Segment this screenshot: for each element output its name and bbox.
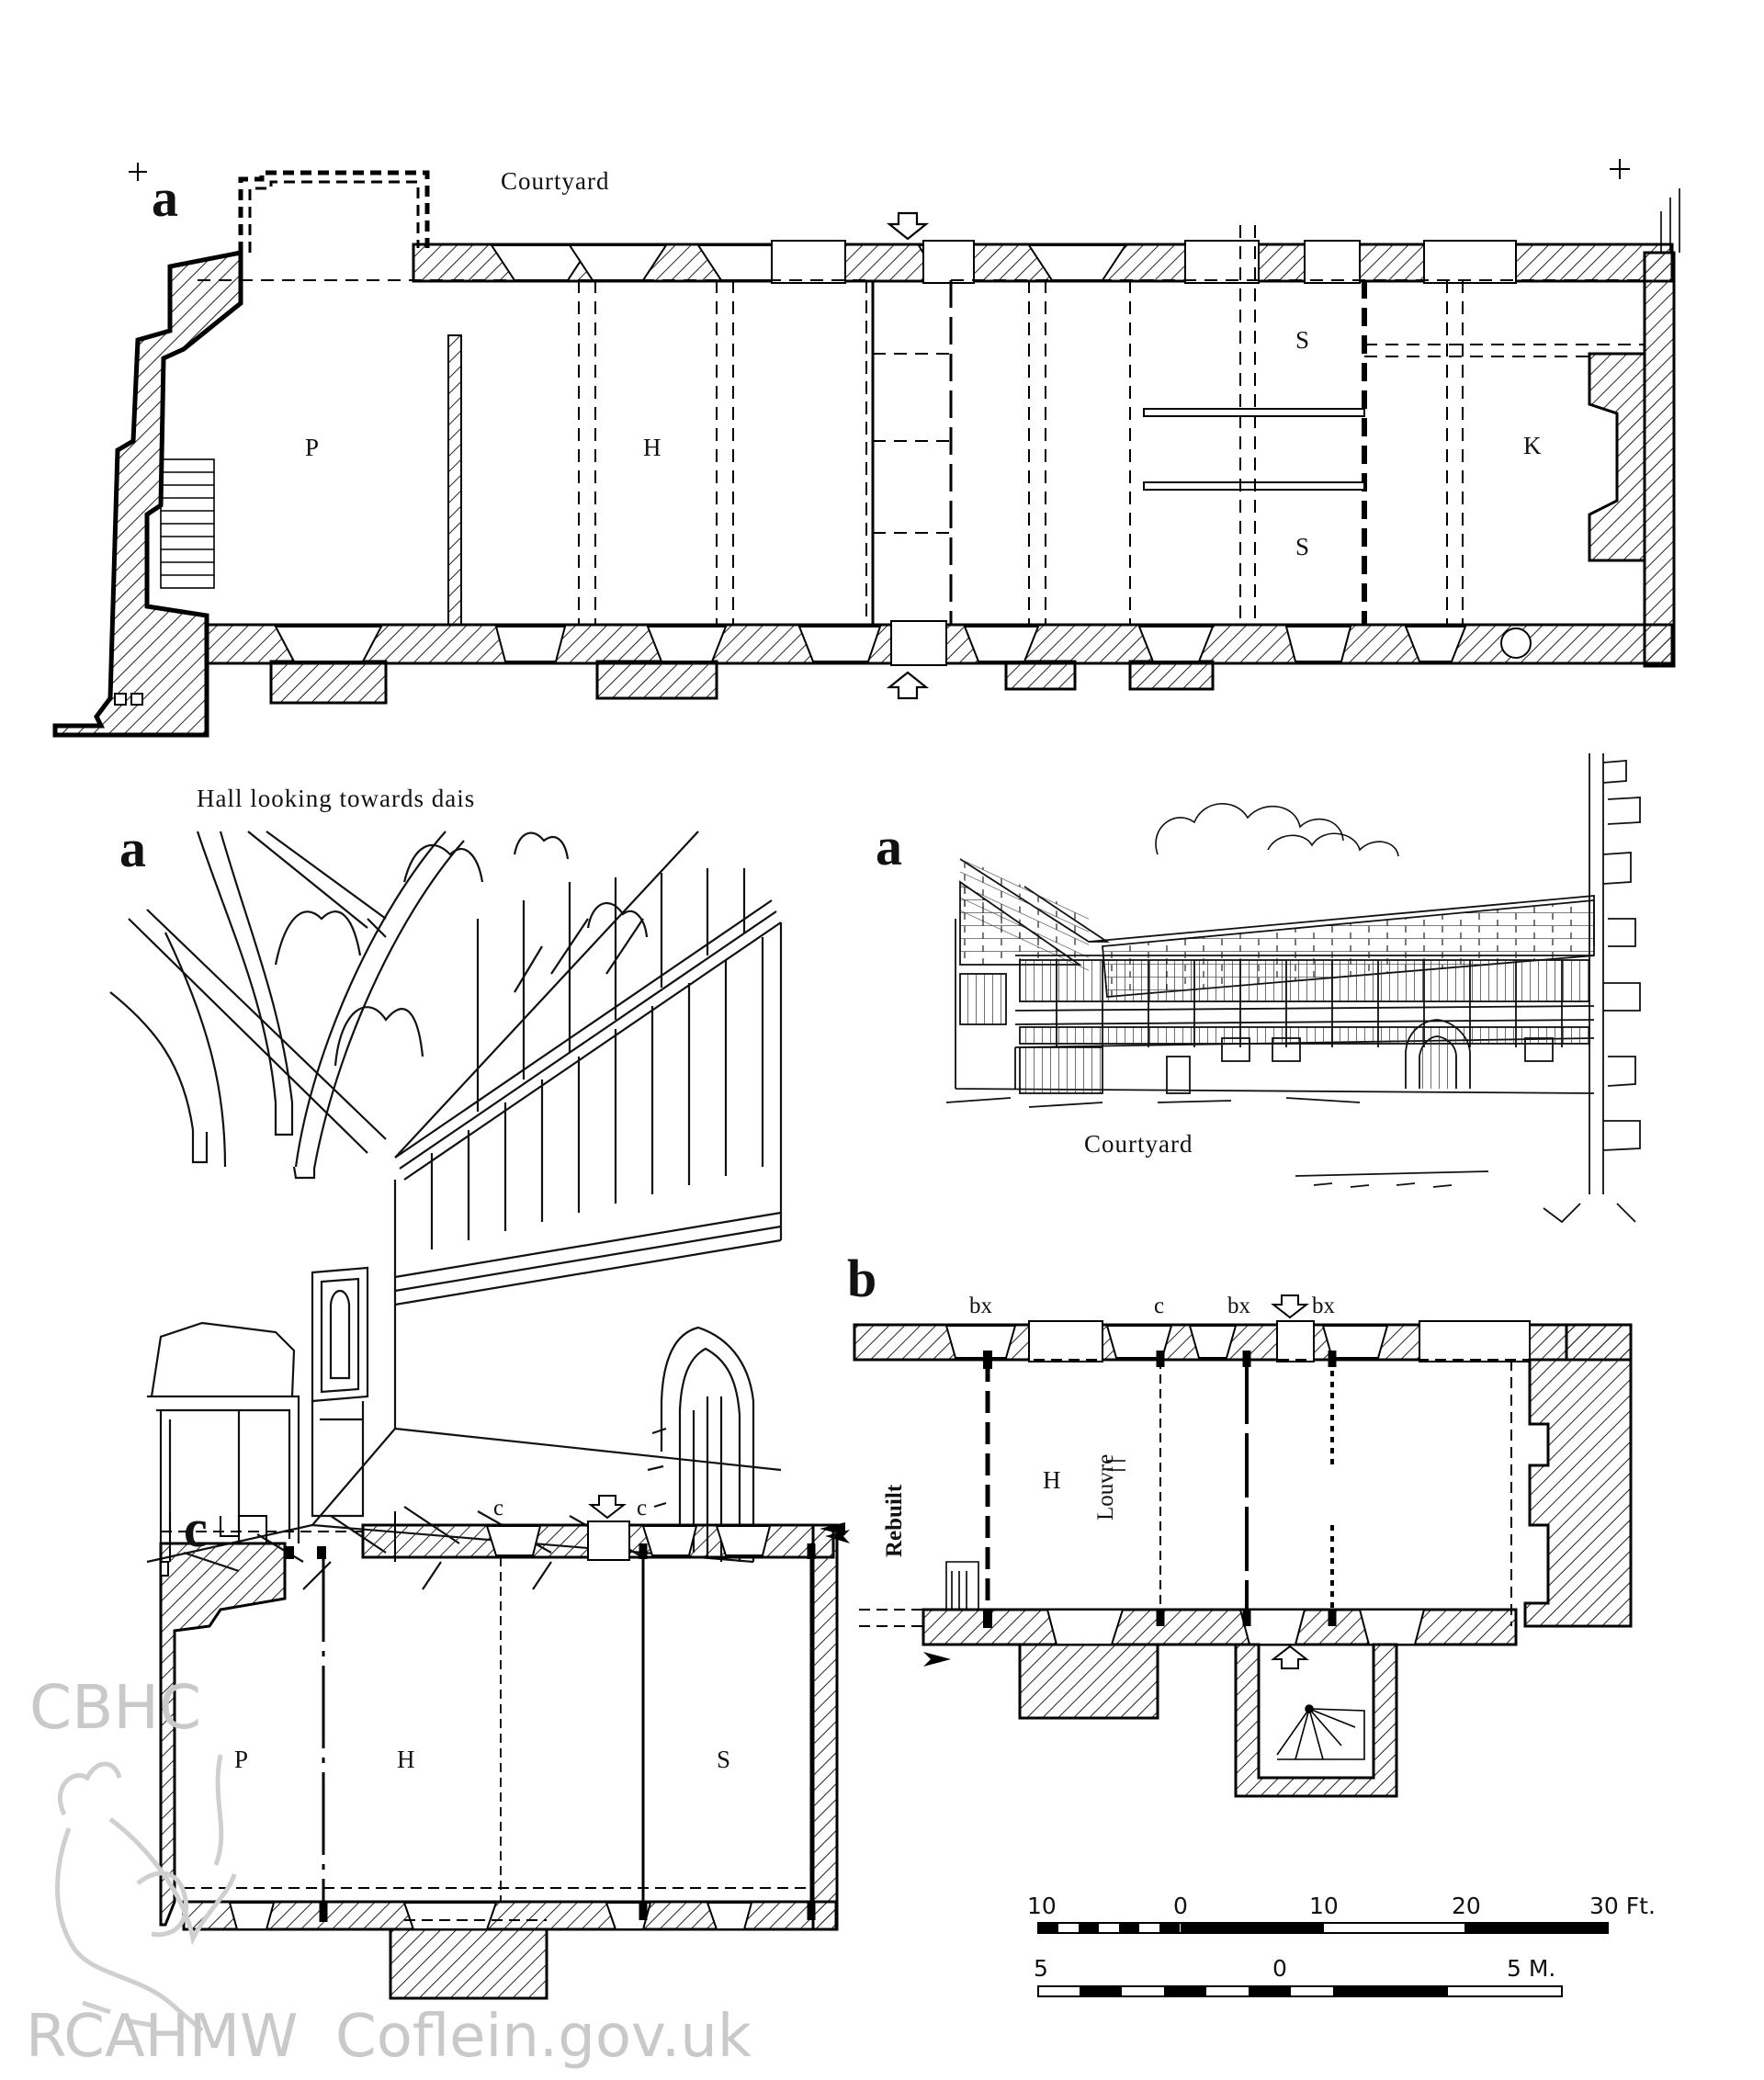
plan-b-louvre-label: Louvre — [1093, 1453, 1118, 1520]
scale-metre-tick-1: 5 — [1034, 1955, 1048, 1982]
room-label-h: H — [643, 434, 662, 461]
entrance-arrow-b-north — [1271, 1294, 1309, 1319]
interior-view-drawing — [109, 831, 783, 1590]
scale-feet-tick-2: 0 — [1173, 1893, 1188, 1919]
plan-c-room-label-p: P — [234, 1746, 249, 1773]
scale-feet-tick-3: 10 — [1309, 1893, 1339, 1919]
plan-a-courtyard-caption: Courtyard — [501, 167, 610, 195]
plan-a — [52, 159, 1680, 738]
plan-b-truss-label-1: bx — [969, 1294, 992, 1318]
room-label-k: K — [1523, 432, 1542, 459]
room-label-s-upper: S — [1295, 326, 1310, 354]
watermark-rcahmw: RCAHMW — [26, 2003, 299, 2071]
interior-view-label: a — [119, 819, 146, 878]
watermark-coflein: Coflein.gov.uk — [335, 2003, 752, 2071]
plan-b — [825, 1294, 1633, 1798]
plan-c — [159, 1495, 845, 2000]
courtyard-view-drawing — [945, 753, 1641, 1224]
scale-feet-tick-1: 10 — [1027, 1893, 1057, 1919]
scale-bar — [1037, 1922, 1609, 1997]
entrance-arrow-b-south — [1271, 1645, 1309, 1669]
section-arrow-left — [923, 1652, 951, 1667]
scale-feet-tick-5: 30 Ft. — [1589, 1893, 1656, 1919]
room-label-s-lower: S — [1295, 533, 1310, 560]
plan-c-room-label-s: S — [717, 1746, 731, 1773]
plan-b-label: b — [847, 1249, 877, 1308]
section-arrow-c — [820, 1522, 845, 1535]
watermark-cbhc: CBHC — [29, 1672, 202, 1743]
registration-mark-left — [129, 163, 147, 181]
plan-b-truss-label-2: c — [1154, 1294, 1165, 1318]
plan-c-label: c — [184, 1498, 208, 1558]
entrance-arrow-north — [886, 211, 930, 241]
courtyard-view-label: a — [876, 817, 902, 876]
watermark-dragon-icon — [55, 1754, 237, 2032]
spiral-stair — [1276, 1704, 1365, 1760]
plan-c-room-label-h: H — [397, 1746, 415, 1773]
interior-view-caption: Hall looking towards dais — [197, 785, 476, 812]
scale-metre-tick-3: 5 M. — [1507, 1955, 1556, 1982]
scale-metre-tick-2: 0 — [1272, 1955, 1287, 1982]
entrance-arrow-south — [886, 671, 930, 700]
plan-b-rebuilt-label: Rebuilt — [882, 1484, 907, 1557]
courtyard-view-caption: Courtyard — [1084, 1130, 1193, 1158]
plan-c-truss-label-1: c — [493, 1496, 504, 1520]
plan-c-truss-label-2: c — [637, 1496, 648, 1520]
plan-b-truss-label-4: bx — [1312, 1294, 1335, 1318]
plan-a-label: a — [152, 168, 178, 228]
registration-mark-right — [1610, 159, 1630, 179]
plan-b-truss-label-3: bx — [1227, 1294, 1250, 1318]
room-label-p: P — [305, 434, 320, 461]
plan-b-room-label-h: H — [1043, 1466, 1061, 1494]
scale-feet-tick-4: 20 — [1452, 1893, 1481, 1919]
entrance-arrow-c — [588, 1495, 627, 1520]
stair — [160, 458, 215, 589]
